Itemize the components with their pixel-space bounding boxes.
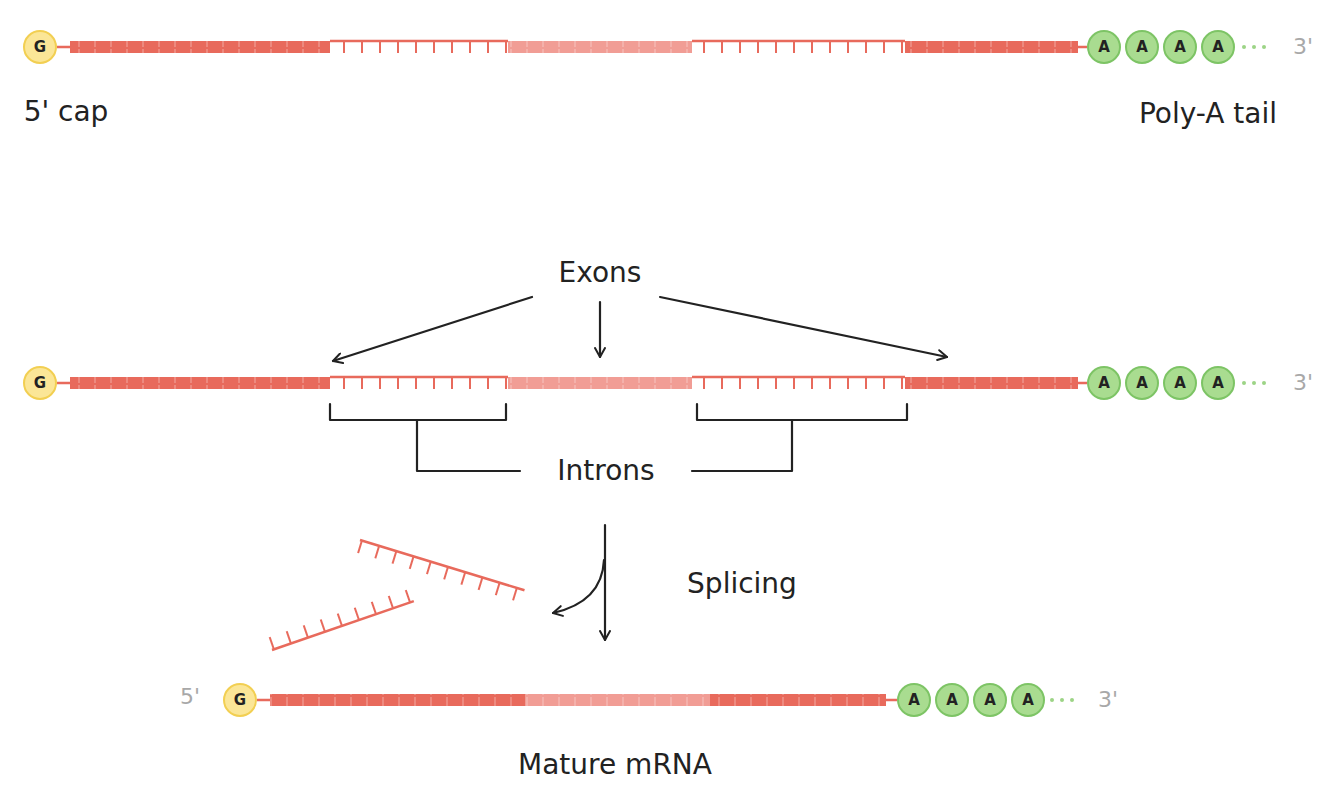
end-label: 3' xyxy=(1098,688,1118,712)
node-text: A xyxy=(1136,40,1148,55)
poly-a-circle: A xyxy=(1087,30,1121,64)
cap-circle: G xyxy=(23,366,57,400)
tail-dots xyxy=(1050,45,1266,702)
exon-segment xyxy=(710,694,886,706)
node-text: A xyxy=(1174,40,1186,55)
exon-segment xyxy=(525,694,710,706)
exon-segment xyxy=(70,377,330,389)
poly-a-circle: A xyxy=(1087,366,1121,400)
intron-segment xyxy=(330,41,508,53)
node-text: A xyxy=(1212,376,1224,391)
poly-a-circle: A xyxy=(1163,30,1197,64)
intron-segment xyxy=(330,377,508,389)
end-label: 3' xyxy=(1293,35,1313,59)
node-text: A xyxy=(1174,376,1186,391)
poly-a-circle: A xyxy=(1163,366,1197,400)
end-label: 3' xyxy=(1293,371,1313,395)
poly-a-circle: A xyxy=(973,683,1007,717)
splicing-arrow xyxy=(553,525,605,640)
node-text: G xyxy=(34,40,46,55)
removed-intron xyxy=(356,540,524,603)
poly-a-circle: A xyxy=(897,683,931,717)
product-label: Mature mRNA xyxy=(518,750,712,781)
end-label: 5' xyxy=(180,685,200,709)
node-text: A xyxy=(984,693,996,708)
exon-segment xyxy=(508,377,692,389)
intron-backbone xyxy=(330,376,508,379)
exon-pointers xyxy=(333,297,947,361)
part-label: 5' cap xyxy=(24,97,109,128)
part-label: Exons xyxy=(559,258,642,289)
cap-circle: G xyxy=(223,683,257,717)
poly-a-circle: A xyxy=(1201,30,1235,64)
part-label: Introns xyxy=(557,456,654,487)
exon-segment xyxy=(270,694,525,706)
node-text: A xyxy=(946,693,958,708)
part-label: Poly-A tail xyxy=(1139,99,1277,130)
intron-backbone xyxy=(692,376,905,379)
exon-segment xyxy=(905,377,1078,389)
poly-a-circle: A xyxy=(1011,683,1045,717)
node-text: A xyxy=(1098,40,1110,55)
node-text: A xyxy=(1098,376,1110,391)
exon-segment xyxy=(508,41,692,53)
poly-a-circle: A xyxy=(1201,366,1235,400)
node-text: A xyxy=(1212,40,1224,55)
poly-a-circle: A xyxy=(935,683,969,717)
mrna-segments xyxy=(70,41,1078,706)
node-text: A xyxy=(1022,693,1034,708)
intron-segment xyxy=(692,377,905,389)
intron-backbone xyxy=(330,40,508,43)
removed-intron xyxy=(268,589,414,650)
intron-segment xyxy=(692,41,905,53)
exon-segment xyxy=(70,41,330,53)
node-text: A xyxy=(1136,376,1148,391)
poly-a-circle: A xyxy=(1125,30,1159,64)
node-text: G xyxy=(34,376,46,391)
exon-segment xyxy=(905,41,1078,53)
intron-backbone xyxy=(692,40,905,43)
node-text: G xyxy=(234,693,246,708)
node-text: A xyxy=(908,693,920,708)
cap-circle: G xyxy=(23,30,57,64)
poly-a-circle: A xyxy=(1125,366,1159,400)
step-label: Splicing xyxy=(687,569,797,600)
